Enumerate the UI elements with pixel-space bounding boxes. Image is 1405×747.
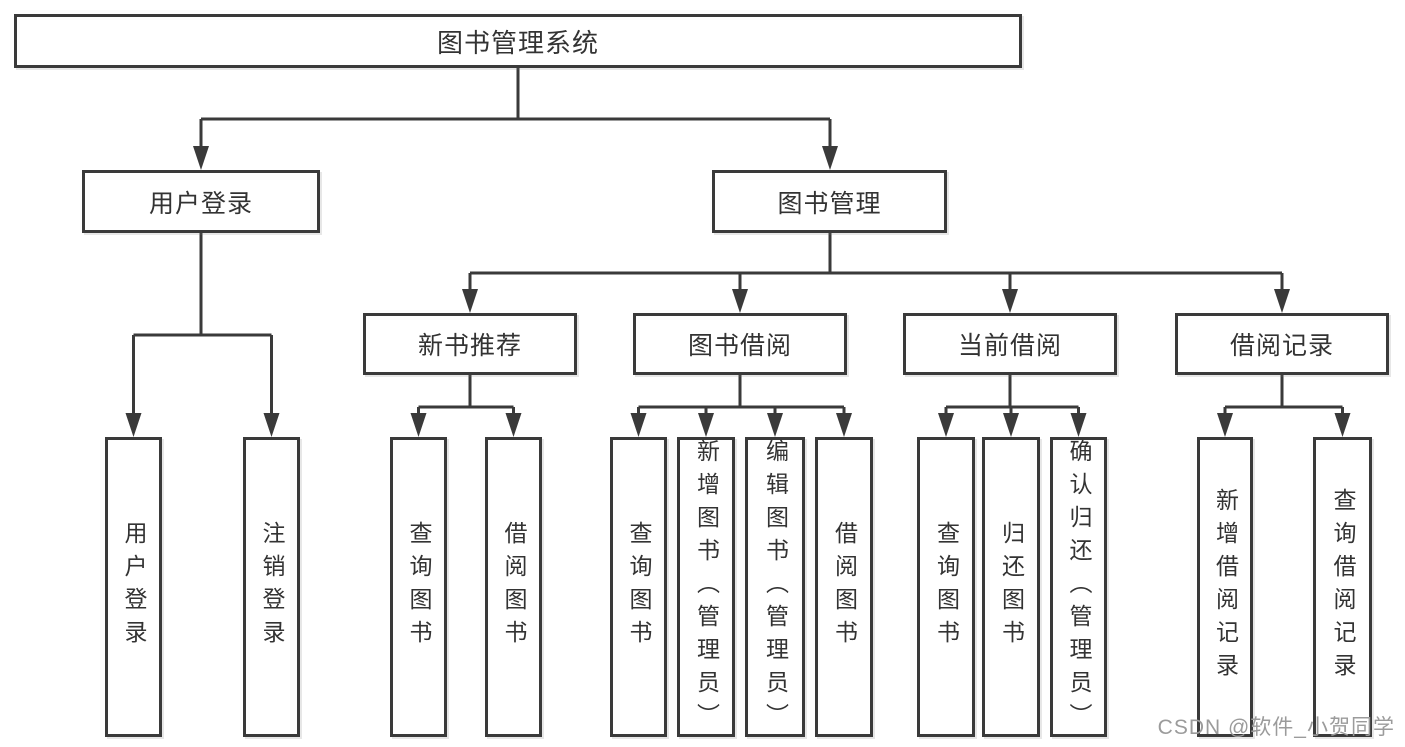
- node-book-management: 图书管理: [712, 170, 947, 233]
- node-library-system: 图书管理系统: [14, 14, 1022, 68]
- leaf-label: 借阅图书: [501, 521, 527, 653]
- node-cb-query-books: 查询图书: [917, 437, 975, 737]
- node-borrow-records: 借阅记录: [1175, 313, 1389, 375]
- node-br-add-record: 新增借阅记录: [1197, 437, 1253, 737]
- leaf-label: 归还图书: [998, 521, 1025, 653]
- leaf-label: 查询借阅记录: [1330, 488, 1356, 686]
- watermark: CSDN @软件_小贺同学: [1157, 716, 1395, 739]
- node-cb-confirm-return-admin: 确认归还（管理员）: [1050, 437, 1107, 737]
- node-nb-query-books: 查询图书: [390, 437, 447, 737]
- node-bb-borrow-books: 借阅图书: [815, 437, 873, 737]
- node-cb-return-books: 归还图书: [982, 437, 1040, 737]
- leaf-label: 查询图书: [626, 521, 652, 653]
- node-user-login: 用户登录: [82, 170, 320, 233]
- leaf-label: 新增借阅记录: [1212, 488, 1239, 686]
- node-new-book-recommend: 新书推荐: [363, 313, 577, 375]
- node-br-query-record: 查询借阅记录: [1313, 437, 1372, 737]
- node-nb-borrow-books: 借阅图书: [485, 437, 542, 737]
- leaf-label: 新增图书（管理员）: [693, 438, 720, 736]
- node-bb-query-books: 查询图书: [610, 437, 667, 737]
- leaf-label: 查询图书: [933, 521, 960, 653]
- arrowhead-icons: [125, 146, 1351, 437]
- leaf-label: 确认归还（管理员）: [1066, 438, 1092, 736]
- node-book-borrowing: 图书借阅: [633, 313, 847, 375]
- leaf-label: 用户登录: [121, 521, 147, 653]
- node-current-borrowing: 当前借阅: [903, 313, 1117, 375]
- connector-paths: [132, 68, 1344, 415]
- node-bb-edit-books-admin: 编辑图书（管理员）: [745, 437, 805, 737]
- leaf-label: 编辑图书（管理员）: [762, 438, 789, 736]
- leaf-label: 注销登录: [259, 521, 285, 653]
- leaf-label: 查询图书: [406, 521, 432, 653]
- leaf-label: 借阅图书: [831, 521, 858, 653]
- node-leaf-logout: 注销登录: [243, 437, 300, 737]
- node-leaf-user-login: 用户登录: [105, 437, 162, 737]
- node-bb-add-books-admin: 新增图书（管理员）: [677, 437, 735, 737]
